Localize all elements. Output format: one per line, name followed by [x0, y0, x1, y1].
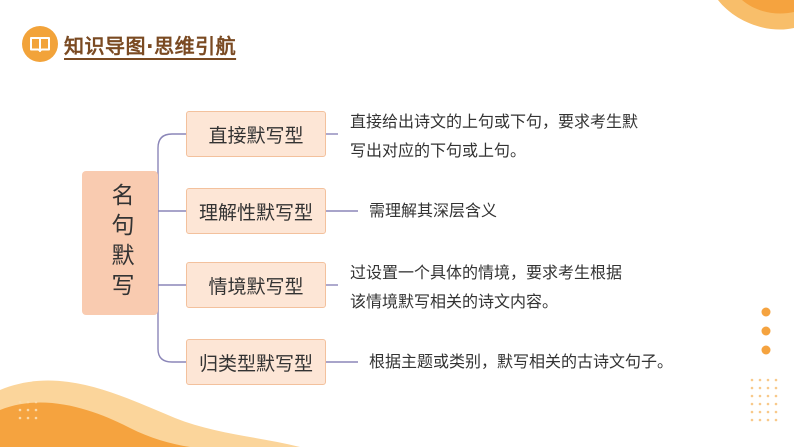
- description-line: 需理解其深层含义: [369, 201, 498, 220]
- branch-label: 归类型默写型: [198, 352, 313, 375]
- description-line: 过设置一个具体的情境，要求考生根据: [350, 263, 623, 282]
- branch-label: 情境默写型: [208, 275, 304, 298]
- branch-description-direct: 直接给出诗文的上句或下句，要求考生默 写出对应的下句或上句。: [350, 107, 638, 165]
- branch-node-situational: 情境默写型: [186, 262, 326, 308]
- branch-node-categorical: 归类型默写型: [186, 339, 326, 385]
- description-line: 直接给出诗文的上句或下句，要求考生默: [350, 112, 639, 131]
- branch-description-comprehension: 需理解其深层含义: [369, 196, 497, 225]
- branch-label: 直接默写型: [208, 124, 304, 147]
- section-header: 知识导图·思维引航: [22, 26, 236, 62]
- branch-node-direct: 直接默写型: [186, 111, 326, 157]
- root-node: 名句默写: [82, 171, 158, 315]
- branch-node-comprehension: 理解性默写型: [186, 188, 326, 234]
- branch-description-situational: 过设置一个具体的情境，要求考生根据 该情境默写相关的诗文内容。: [350, 258, 622, 316]
- branch-label: 理解性默写型: [198, 201, 313, 224]
- branch-description-categorical: 根据主题或类别，默写相关的古诗文句子。: [369, 347, 673, 376]
- description-line: 写出对应的下句或上句。: [350, 141, 527, 160]
- root-label: 名句默写: [107, 183, 133, 303]
- header-title: 知识导图·思维引航: [64, 33, 237, 58]
- description-line: 根据主题或类别，默写相关的古诗文句子。: [369, 352, 674, 371]
- open-book-icon: [22, 26, 58, 62]
- description-line: 该情境默写相关的诗文内容。: [350, 292, 559, 311]
